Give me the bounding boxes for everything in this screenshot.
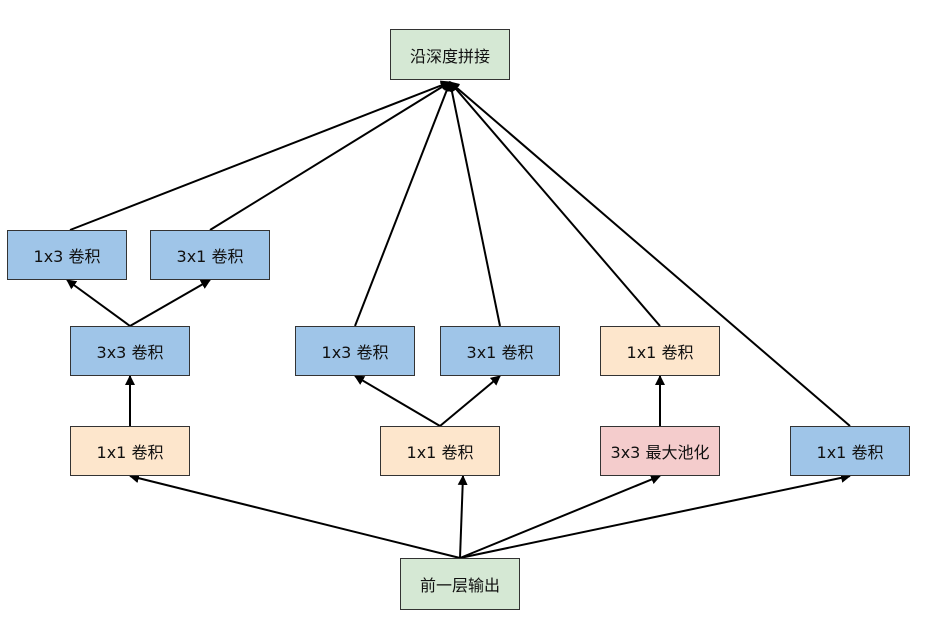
node-label: 沿深度拼接 bbox=[409, 46, 490, 66]
branch1-conv1x1-node: 1x1 卷积 bbox=[70, 426, 190, 476]
edge-b3_conv1x1-to-concat bbox=[449, 81, 661, 327]
previous-layer-output-node: 前一层输出 bbox=[400, 558, 520, 610]
branch3-maxpool-node: 3x3 最大池化 bbox=[600, 426, 720, 476]
branch3-conv1x1-node: 1x1 卷积 bbox=[600, 326, 720, 376]
edge-input-to-b1_conv1x1 bbox=[129, 473, 461, 559]
node-label: 1x1 卷积 bbox=[626, 343, 694, 362]
edge-b1_conv3x1-to-concat bbox=[209, 81, 451, 231]
node-label: 3x1 卷积 bbox=[176, 247, 244, 266]
branch2-conv1x3-node: 1x3 卷积 bbox=[295, 326, 415, 376]
node-label: 1x3 卷积 bbox=[33, 247, 101, 266]
edge-b1_conv3x3-to-b1_conv3x1 bbox=[129, 279, 211, 327]
node-label: 3x1 卷积 bbox=[466, 343, 534, 362]
edge-b2_conv3x1-to-concat bbox=[446, 81, 501, 327]
branch2-conv1x1-node: 1x1 卷积 bbox=[380, 426, 500, 476]
node-label: 1x3 卷积 bbox=[321, 343, 389, 362]
edge-b1_conv3x3-to-b1_conv1x3 bbox=[66, 279, 131, 327]
branch2-conv3x1-node: 3x1 卷积 bbox=[440, 326, 560, 376]
edge-b1_conv1x3-to-concat bbox=[69, 80, 451, 231]
node-label: 前一层输出 bbox=[419, 576, 500, 595]
edge-b2_conv1x1-to-b2_conv3x1 bbox=[439, 375, 501, 427]
node-label: 1x1 卷积 bbox=[816, 443, 884, 462]
edge-input-to-b3_maxpool bbox=[459, 474, 661, 559]
edge-b4_conv1x1-to-concat bbox=[449, 81, 851, 427]
concat-node: 沿深度拼接 bbox=[390, 29, 510, 80]
node-label: 1x1 卷积 bbox=[406, 443, 474, 462]
branch4-conv1x1-node: 1x1 卷积 bbox=[790, 426, 910, 476]
branch1-conv1x3-node: 1x3 卷积 bbox=[7, 230, 127, 280]
branch1-conv3x3-node: 3x3 卷积 bbox=[70, 326, 190, 376]
edge-input-to-b2_conv1x1 bbox=[457, 475, 468, 559]
edge-b2_conv1x3-to-concat bbox=[354, 81, 452, 327]
edge-input-to-b4_conv1x1 bbox=[459, 472, 851, 559]
node-label: 3x3 卷积 bbox=[96, 343, 164, 362]
node-label: 1x1 卷积 bbox=[96, 443, 164, 462]
edge-b2_conv1x1-to-b2_conv1x3 bbox=[354, 375, 441, 427]
branch1-conv3x1-node: 3x1 卷积 bbox=[150, 230, 270, 280]
node-label: 3x3 最大池化 bbox=[610, 443, 710, 462]
